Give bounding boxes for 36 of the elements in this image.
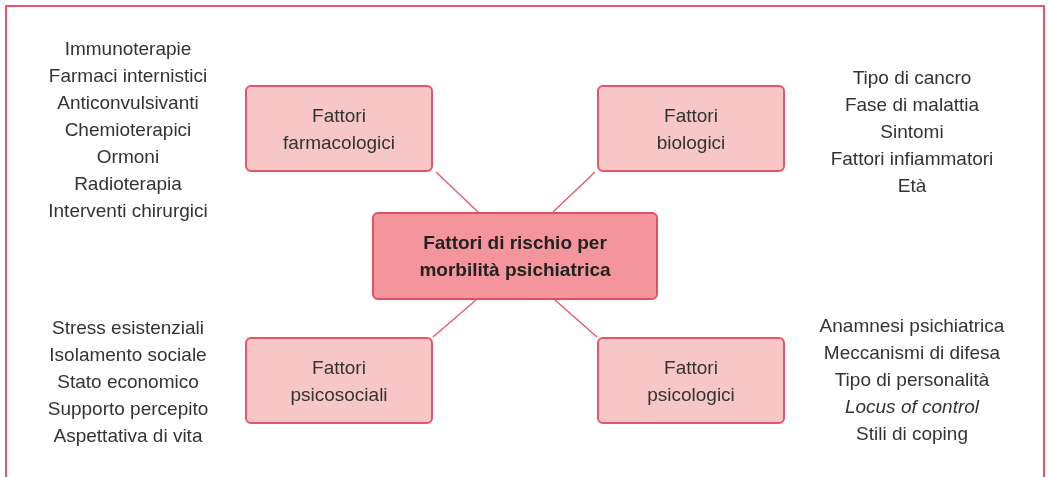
connector-line	[435, 171, 479, 213]
factor-list-item: Meccanismi di difesa	[823, 341, 1001, 365]
factor-list-item: Anamnesi psichiatrica	[819, 314, 1005, 338]
factor-box	[597, 337, 785, 424]
factor-title: Fattori farmacologici	[282, 103, 396, 155]
factor-list-item: Tipo di cancro	[852, 66, 972, 90]
factor-list-item: Interventi chirurgici	[48, 199, 208, 223]
factor-list-item: Aspettativa di vita	[53, 424, 203, 448]
central-box	[372, 212, 658, 300]
factor-box	[597, 85, 785, 172]
factor-list-item: Stili di coping	[856, 422, 968, 446]
factor-list-item: Sintomi	[880, 120, 944, 144]
factor-list-item: Anticonvulsivanti	[57, 91, 199, 115]
connector-line	[552, 171, 596, 213]
factor-list-item: Radioterapia	[74, 172, 182, 196]
factor-list-item: Farmaci internistici	[48, 64, 208, 88]
factor-title: Fattori psicologici	[646, 355, 736, 407]
factor-list-item: Chemioterapici	[64, 118, 192, 142]
factor-list-item: Fattori infiammatori	[830, 147, 994, 171]
factor-list-item: Immunoterapie	[64, 37, 192, 61]
factor-list-item: Supporto percepito	[47, 397, 209, 421]
factor-list-item: Isolamento sociale	[49, 343, 207, 367]
factor-list-item: Fase di malattia	[844, 93, 980, 117]
factor-list-item: Locus of control	[844, 395, 980, 419]
factor-list-item: Tipo di personalità	[834, 368, 990, 392]
central-title: Fattori di rischio per morbilità psichiatrica	[418, 231, 612, 282]
connector-line	[432, 299, 477, 338]
factor-box	[245, 337, 433, 424]
factor-box	[245, 85, 433, 172]
connector-line	[554, 299, 598, 338]
factor-list-item: Età	[897, 174, 927, 198]
factor-list-item: Ormoni	[96, 145, 160, 169]
factor-title: Fattori psicosociali	[289, 355, 389, 407]
factor-list-item: Stato economico	[57, 370, 199, 394]
factor-title: Fattori biologici	[655, 103, 727, 155]
factor-list-item: Stress esistenziali	[51, 316, 205, 340]
